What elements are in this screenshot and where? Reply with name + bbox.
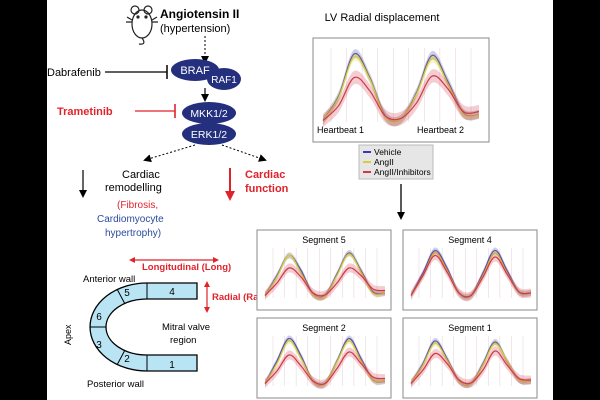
longitudinal-label: Longitudinal (Long) xyxy=(142,262,231,273)
main-plot-title: LV Radial displacement xyxy=(325,12,440,24)
legend: Vehicle AngII AngII/Inhibitors xyxy=(358,144,434,180)
segment-2-number: 2 xyxy=(124,354,130,365)
stimulus-sub-label: (hypertension) xyxy=(160,23,230,35)
segment-2-plot xyxy=(264,335,386,389)
main-angii-line xyxy=(322,55,480,123)
erk-function-arrow xyxy=(221,144,267,162)
dabrafenib-label: Dabrafenib xyxy=(47,67,101,79)
remodel-label-2: remodelling xyxy=(105,182,162,194)
heartbeat-1-label: Heartbeat 1 xyxy=(317,125,364,135)
segment-3-number: 3 xyxy=(96,340,102,351)
apex-label: Apex xyxy=(63,324,73,345)
remodel-label-1: Cardiac xyxy=(122,169,160,181)
segment-divider xyxy=(116,349,126,366)
anterior-wall-label: Anterior wall xyxy=(83,274,135,285)
function-label-1: Cardiac xyxy=(245,169,285,181)
segment-4-inhibitors-line xyxy=(410,254,532,298)
segment-5-title: Segment 5 xyxy=(302,235,346,245)
legend-box xyxy=(358,144,434,180)
segment-5-plot xyxy=(264,248,386,301)
raf1-protein xyxy=(207,68,241,90)
braf-protein xyxy=(171,59,219,81)
segment-2-inhibitors-line xyxy=(264,351,386,386)
erk-protein xyxy=(182,123,236,145)
segment-4-number: 4 xyxy=(169,287,175,298)
segment-2-inhibitors-error-band xyxy=(265,347,385,389)
segment-2-angii-error-band xyxy=(265,337,385,389)
mkk-label: MKK1/2 xyxy=(190,108,228,120)
segment-1-title: Segment 1 xyxy=(448,323,492,333)
stimulus-label: Angiotensin II xyxy=(160,7,239,21)
fibrosis-label: (Fibrosis, xyxy=(117,200,158,211)
posterior-wall-label: Posterior wall xyxy=(87,379,144,390)
mkk-protein xyxy=(182,102,236,124)
main-angii-error-band xyxy=(323,52,479,127)
segment-5-number: 5 xyxy=(124,288,130,299)
segment-1-number: 1 xyxy=(169,360,175,371)
segment-5-inhibitors-line xyxy=(264,267,386,297)
radial-label: Radial (Rad) xyxy=(212,292,267,303)
segment-1-angii-error-band xyxy=(411,340,531,388)
segment-1-plot xyxy=(410,336,532,389)
main-plot xyxy=(322,48,480,128)
segment-divider xyxy=(116,288,126,305)
main-plot-frame xyxy=(312,37,490,143)
trametinib-label: Trametinib xyxy=(57,106,113,118)
segment-1-inhibitors-line xyxy=(410,350,532,385)
erk-label: ERK1/2 xyxy=(191,129,227,141)
mitral-label-2: region xyxy=(170,335,196,346)
braf-label: BRAF xyxy=(180,65,210,77)
heartbeat-2-label: Heartbeat 2 xyxy=(417,125,464,135)
segment-4-plot xyxy=(410,247,532,302)
legend-inhibitors: AngII/Inhibitors xyxy=(374,167,431,177)
figure-canvas: Angiotensin II (hypertension) Dabrafenib… xyxy=(47,5,538,399)
legend-angii: AngII xyxy=(374,157,394,167)
function-label-2: function xyxy=(245,183,289,195)
main-inhibitors-line xyxy=(322,75,480,121)
figure-panel: Angiotensin II (hypertension) Dabrafenib… xyxy=(47,0,553,400)
main-inhibitors-error-band xyxy=(323,69,479,128)
erk-remodel-arrow xyxy=(143,144,196,163)
segment-5-angii-error-band xyxy=(265,250,385,301)
segment-6-number: 6 xyxy=(96,312,102,323)
segment-2-title: Segment 2 xyxy=(302,323,346,333)
mouse-icon xyxy=(126,5,158,45)
raf1-label: RAF1 xyxy=(211,75,237,86)
cardiomyocyte-label-2: hypertrophy) xyxy=(105,228,161,239)
heart-segment-diagram: 4 5 6 3 2 1 Anterior wall Posterior wall… xyxy=(63,257,267,390)
segment-5-inhibitors-error-band xyxy=(265,263,385,301)
segment-4-title: Segment 4 xyxy=(448,235,492,245)
cardiomyocyte-label-1: Cardiomyocyte xyxy=(97,214,164,225)
legend-vehicle: Vehicle xyxy=(374,147,402,157)
mitral-label-1: Mitral valve xyxy=(162,322,210,333)
